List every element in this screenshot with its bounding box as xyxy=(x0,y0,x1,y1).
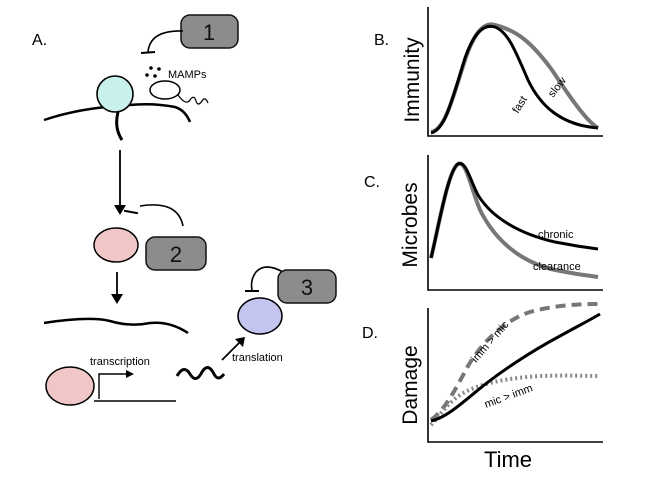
mamp-dot xyxy=(153,74,157,78)
curve-clearance xyxy=(429,161,599,279)
cell-2 xyxy=(93,227,139,263)
transcription-label: transcription xyxy=(90,356,150,368)
panel-d-axes xyxy=(427,308,603,443)
receptor-cell xyxy=(96,75,134,113)
translation-label: translation xyxy=(232,352,283,364)
label-mic-gt-imm: mic > imm xyxy=(483,382,534,411)
panel-c-letter: C. xyxy=(364,174,380,191)
curve-imm-gt-mic xyxy=(429,302,601,422)
transcription-factor xyxy=(45,366,95,406)
panel-b-axes xyxy=(427,7,603,137)
inhibition-arc-2 xyxy=(139,204,184,227)
box-3 xyxy=(277,269,337,304)
inhibition-arc-1 xyxy=(147,30,184,53)
curve-slow xyxy=(430,22,600,134)
curve-fast xyxy=(430,24,599,135)
panel-c-axes xyxy=(427,155,603,291)
panel-b-ylabel: Immunity xyxy=(401,37,424,123)
cell-3 xyxy=(237,297,283,335)
box-2-label: 2 xyxy=(170,242,182,267)
microbe-flagellum xyxy=(177,94,209,105)
arrow-head-1 xyxy=(114,205,126,215)
inhibition-bar-2 xyxy=(123,209,139,215)
box-1-label: 1 xyxy=(203,20,215,45)
arrow-head-2 xyxy=(111,294,123,304)
label-fast: fast xyxy=(510,94,530,115)
mamps-label: MAMPs xyxy=(168,69,207,81)
translation-arrow xyxy=(221,341,241,361)
microbe-body xyxy=(149,80,181,100)
box-2 xyxy=(145,236,207,271)
transcription-arrowhead xyxy=(126,370,134,378)
mamp-dot xyxy=(149,66,153,70)
curve-damage xyxy=(430,312,601,423)
panel-d-letter: D. xyxy=(362,325,378,342)
transcription-arrow xyxy=(98,373,128,399)
mamp-dot xyxy=(145,73,149,77)
mamp-dot xyxy=(157,67,161,71)
inhibition-arc-3 xyxy=(250,266,284,291)
inhibition-bar-1 xyxy=(140,51,156,54)
label-clearance: clearance xyxy=(533,261,581,273)
translation-arrowhead xyxy=(235,337,245,347)
panel-c-ylabel: Microbes xyxy=(399,182,422,267)
panel-d-ylabel: Damage xyxy=(399,345,422,424)
receptor-stalk xyxy=(115,111,124,141)
membrane xyxy=(43,103,192,123)
box-3-label: 3 xyxy=(301,275,313,300)
panel-b-letter: B. xyxy=(374,32,389,49)
mrna xyxy=(175,366,226,380)
curve-chronic xyxy=(429,162,599,259)
panel-a-letter: A. xyxy=(32,32,47,49)
x-axis-label: Time xyxy=(484,447,532,472)
label-imm-gt-mic: imm > mic xyxy=(469,319,511,365)
label-chronic: chronic xyxy=(538,229,574,241)
nuclear-membrane xyxy=(43,317,189,335)
